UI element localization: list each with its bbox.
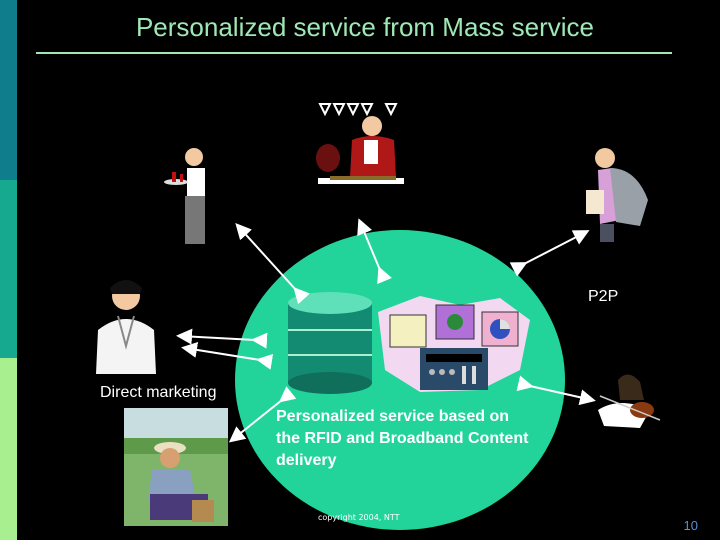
arrow-traveler — [509, 230, 590, 277]
hub-ellipse — [235, 230, 565, 530]
accent-bar-top — [0, 0, 17, 180]
arrow-farmer — [228, 386, 297, 443]
page-number: 10 — [683, 518, 698, 533]
traveler-icon — [586, 148, 648, 242]
slide-title: Personalized service from Mass service — [135, 12, 595, 42]
accent-bar-middle — [0, 180, 17, 358]
doctor-icon — [96, 280, 156, 374]
copyright-text: copyright 2004, NTT — [318, 513, 400, 522]
computer-console-icon — [378, 296, 530, 392]
arrow-doctor-2 — [181, 341, 274, 370]
arrow-waiter — [235, 223, 310, 305]
accent-bar-bottom — [0, 358, 17, 540]
database-icon — [288, 292, 372, 394]
bartender-icon — [316, 103, 404, 184]
violinist-icon — [598, 374, 661, 428]
arrow-violinist — [516, 375, 596, 406]
direct-marketing-label: Direct marketing — [100, 384, 217, 401]
arrow-bartender — [357, 218, 392, 285]
waiter-icon — [164, 148, 205, 244]
arrow-doctor-1 — [176, 328, 268, 349]
farmer-icon — [124, 408, 228, 526]
title-underline — [36, 52, 672, 54]
center-caption: Personalized service based on the RFID a… — [276, 408, 529, 469]
p2p-label: P2P — [588, 288, 619, 305]
